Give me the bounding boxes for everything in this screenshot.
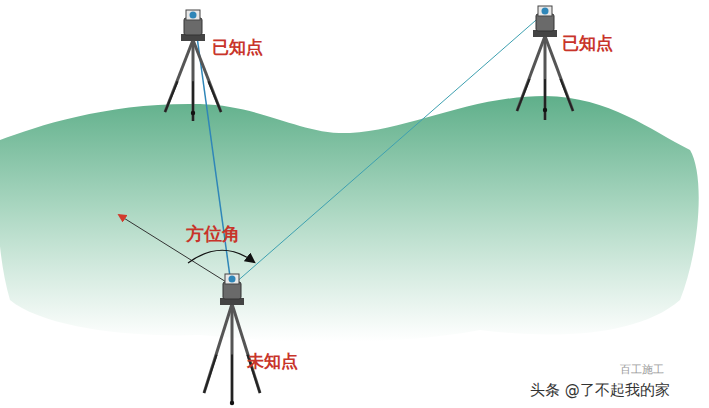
tripod-leg (232, 304, 260, 393)
tripod-leg (204, 304, 232, 393)
tripod-foot (544, 79, 546, 120)
instrument-top (225, 274, 239, 284)
tripod-foot (165, 81, 178, 112)
ground (0, 96, 699, 342)
instrument-body (184, 18, 202, 35)
instrument-body (223, 282, 241, 299)
prism (542, 8, 549, 15)
ground-point (543, 108, 547, 112)
instrument-body (536, 14, 554, 31)
ground-point (230, 401, 234, 405)
total-station-tripod (517, 6, 573, 120)
watermark: 百工施工 (620, 364, 664, 376)
azimuth-arc (188, 250, 254, 263)
angle-label: 方位角 (186, 224, 240, 244)
tripod-foot (560, 79, 573, 111)
prism (229, 276, 236, 283)
prism (190, 12, 197, 19)
tripods (165, 6, 573, 405)
tripod-foot (231, 355, 233, 402)
point-label: 未知点 (247, 352, 298, 371)
point-label: 已知点 (212, 38, 263, 57)
total-station-tripod (165, 10, 221, 121)
tripod-foot (517, 79, 530, 111)
tripod-leg (192, 40, 195, 121)
watermark: 头条 @了不起我的家 (530, 382, 670, 399)
tripod-leg (231, 304, 234, 402)
total-station-tripod (204, 274, 260, 405)
tripod-leg (517, 36, 545, 111)
point-label: 已知点 (562, 34, 613, 53)
tripod-leg (165, 40, 193, 112)
instrument-top (538, 6, 552, 16)
tripod-foot (204, 355, 217, 393)
sight-line (234, 14, 543, 284)
instrument-top (186, 10, 200, 20)
ground-point (191, 111, 195, 115)
tripod-leg (544, 36, 547, 120)
tripod-foot (208, 81, 221, 112)
